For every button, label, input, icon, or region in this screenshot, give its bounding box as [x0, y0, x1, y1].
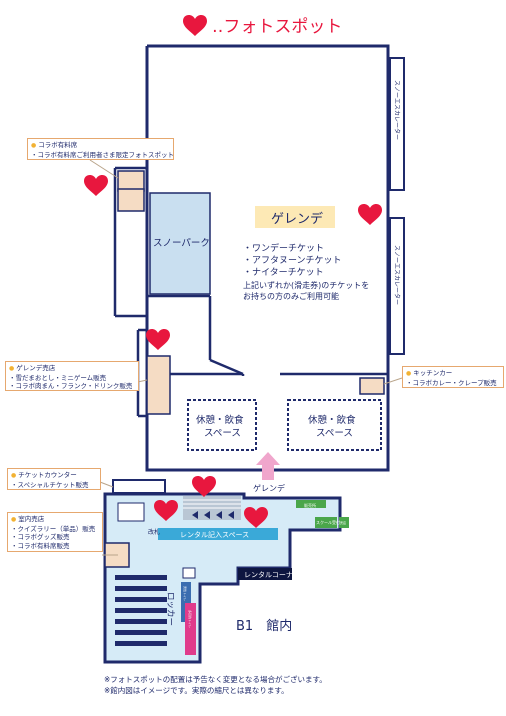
b1-label: B1 館内: [236, 618, 292, 634]
ticket-counter-box: [112, 479, 166, 494]
callout-indoor-shop-line-3: ・コラボ有料席販売: [11, 541, 70, 550]
locker-bars: [115, 575, 167, 646]
toilet-pink: [185, 603, 196, 655]
callout-slope-shop-line-1: ・雪だまおとし・ミニゲーム販売: [9, 373, 107, 382]
small-block: [182, 567, 196, 579]
slope-label-box: [255, 206, 335, 228]
tag-school: [315, 517, 337, 528]
callout-collabo-seat: コラボ有料席 ・コラボ有料席ご利用者さま限定フォトスポット: [27, 138, 174, 160]
note-1: ※フォトスポットの配置は予告なく変更となる場合がございます。: [104, 674, 327, 684]
callout-indoor-shop-title: 室内売店: [11, 515, 99, 525]
collabo-seat-box-2: [117, 188, 145, 212]
stair-arrows: [192, 511, 234, 519]
callout-indoor-shop-line-2: ・コラボグッズ販売: [11, 533, 70, 541]
heart-icon: [183, 15, 207, 36]
toilet-pink-label: 多目的トイレ: [188, 610, 193, 628]
callout-ticket-counter-line: ・スペシャルチケット販売: [11, 480, 89, 489]
page-title: ‥フォトスポット: [212, 17, 342, 37]
toilet-blue-label: 男性トイレ: [183, 586, 188, 601]
callout-ticket-counter-title: チケットカウンター: [11, 471, 97, 481]
escalator-top: [389, 57, 405, 191]
callout-ticket-counter: チケットカウンター ・スペシャルチケット販売: [7, 468, 101, 490]
slope-ticket-1: ・ワンデーチケット: [243, 242, 324, 254]
callout-collabo-seat-title: コラボ有料席: [31, 141, 170, 151]
callout-slope-shop-title: ゲレンデ売店: [9, 364, 135, 374]
callout-slope-shop-line-2: ・コラボ肉まん・フランク・ドリンク販売: [9, 382, 133, 390]
collabo-seat-box-1: [117, 170, 145, 192]
callout-kitchen-car-line: ・コラボカレー・クレープ販売: [406, 378, 497, 387]
rest-area-left: [187, 399, 257, 451]
callout-indoor-shop-line-1: ・クイズラリー（単品）販売: [11, 524, 96, 533]
rest-area-left-line2: スペース: [204, 428, 241, 439]
photo-spot-markers: [84, 15, 382, 528]
snowpark-area: [149, 192, 211, 295]
slope-entrance-label: ゲレンデ: [253, 483, 285, 493]
stair-steps: [183, 499, 241, 509]
snowpark-label: スノーパーク: [153, 238, 210, 249]
heart-icon: [84, 175, 108, 196]
slope-shop-box: [146, 355, 171, 415]
rental-corner-box: [238, 568, 292, 580]
tag-sales-label: 販売所: [304, 502, 316, 508]
slope-note-2: お持ちの方のみご利用可能: [243, 291, 339, 301]
tag-shop-label: 売店: [340, 520, 346, 525]
rental-space-label: レンタル記入スペース: [180, 530, 249, 539]
rest-area-right-line1: 休憩・飲食: [308, 414, 356, 426]
rest-area-right: [287, 399, 382, 451]
callout-kitchen-car-title: キッチンカー: [406, 369, 500, 379]
callout-kitchen-car: キッチンカー ・コラボカレー・クレープ販売: [402, 366, 504, 388]
heart-icon: [358, 204, 382, 225]
slope-note-1: 上記いずれか(滑走券)のチケットを: [243, 280, 369, 290]
rental-space-box: [158, 528, 278, 540]
toilet-blue: [181, 582, 191, 622]
gate-label: 改札: [148, 528, 160, 536]
kitchen-car-box: [359, 377, 385, 395]
slope-ticket-3: ・ナイターチケット: [243, 267, 324, 278]
escalator-top-label: スノーエスカレーター: [393, 80, 401, 140]
locker-label: ロッカー: [165, 592, 175, 626]
heart-icon: [146, 329, 170, 350]
rental-corner-label: レンタルコーナー: [244, 570, 300, 579]
rest-area-right-line2: スペース: [316, 428, 353, 439]
escalator-bottom: [389, 217, 405, 355]
note-2: ※館内図はイメージです。実際の縮尺とは異なります。: [104, 685, 289, 695]
callout-collabo-seat-line: ・コラボ有料席ご利用者さま限定フォトスポット: [31, 150, 174, 159]
left-column-walls: [113, 166, 388, 418]
callout-indoor-shop: 室内売店 ・クイズラリー（単品）販売 ・コラボグッズ販売 ・コラボ有料席販売: [7, 512, 103, 552]
callout-slope-shop: ゲレンデ売店 ・雪だまおとし・ミニゲーム販売 ・コラボ肉まん・フランク・ドリンク…: [5, 361, 139, 391]
escalator-bottom-label: スノーエスカレーター: [393, 245, 401, 305]
slope-ticket-2: ・アフタヌーンチケット: [243, 255, 342, 266]
tag-school-label: スクール受付: [316, 519, 340, 525]
slope-entrance-arrow: [256, 452, 280, 480]
tag-shop: [339, 517, 349, 528]
slope-label: ゲレンデ: [271, 211, 323, 227]
rest-area-left-line1: 休憩・飲食: [196, 414, 244, 426]
tag-sales: [296, 500, 326, 508]
gate-box: [117, 502, 145, 522]
